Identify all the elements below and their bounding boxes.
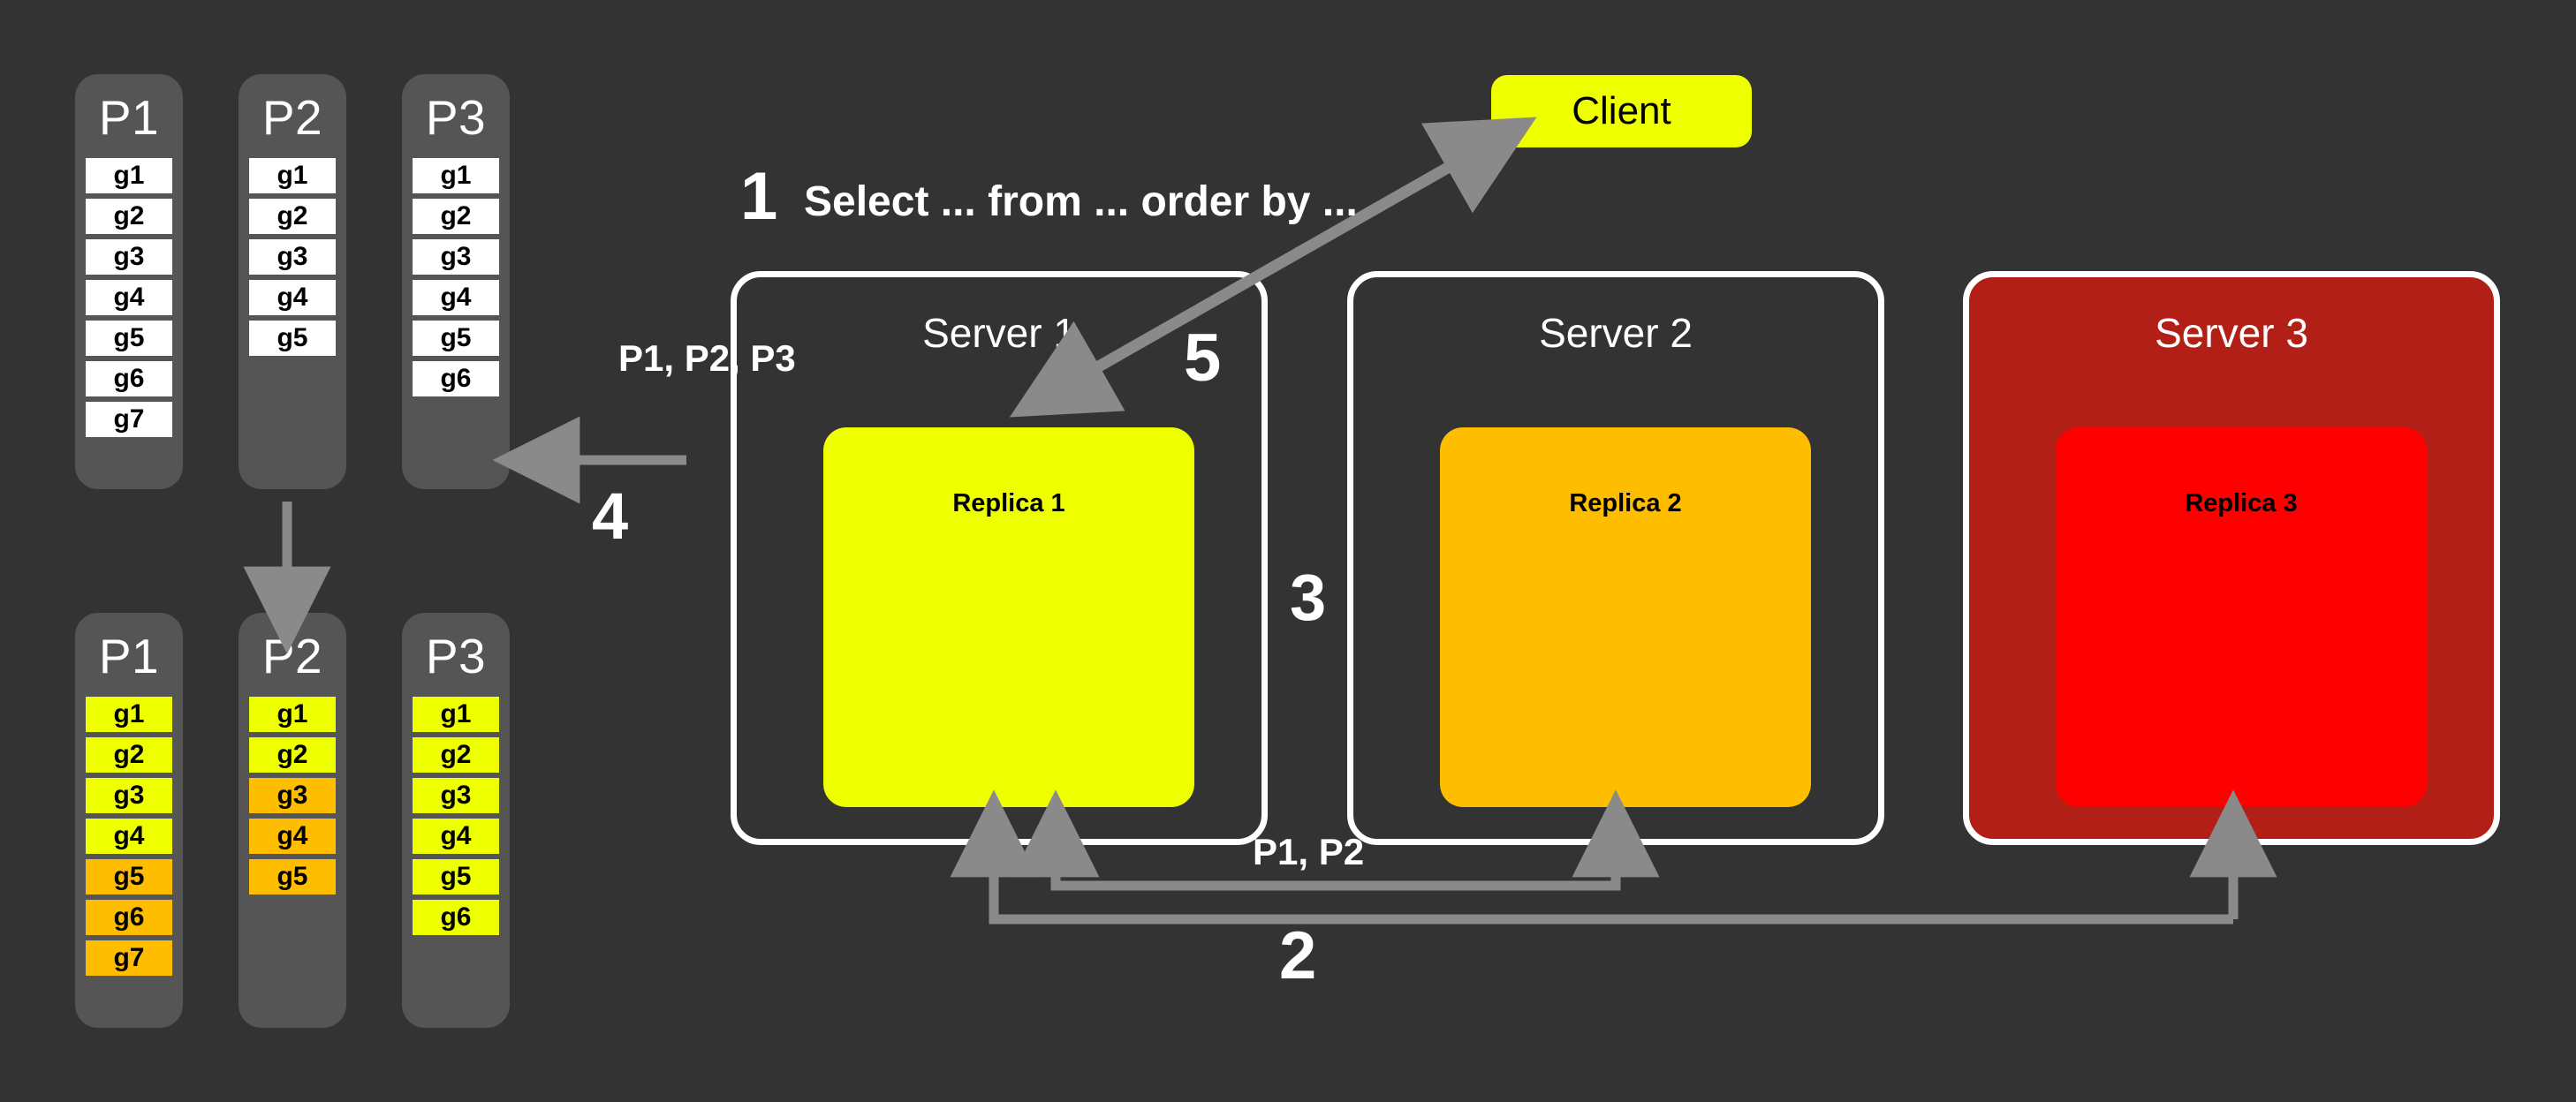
partition-column-p1-after: P1 g1 g2 g3 g4 g5 g6 g7 — [75, 613, 183, 1028]
step-label-4: 4 — [592, 479, 629, 553]
partition-cell: g1 — [413, 697, 499, 732]
partition-cell: g2 — [86, 737, 172, 773]
partition-cell-list: g1 g2 g3 g4 g5 — [239, 697, 346, 894]
partition-cell-list: g1 g2 g3 g4 g5 g6 — [402, 158, 510, 396]
connector-server3-to-server1 — [950, 789, 2277, 925]
partition-column-p2-after: P2 g1 g2 g3 g4 g5 — [239, 613, 346, 1028]
partition-cell: g1 — [86, 697, 172, 732]
partition-column-p1-before: P1 g1 g2 g3 g4 g5 g6 g7 — [75, 74, 183, 489]
partition-title: P2 — [261, 90, 323, 145]
client-box[interactable]: Client — [1491, 75, 1752, 147]
partition-cell: g5 — [86, 859, 172, 894]
partition-cell-list: g1 g2 g3 g4 g5 g6 g7 — [75, 158, 183, 437]
partition-cell: g7 — [86, 940, 172, 976]
replica-label: Replica 1 — [952, 489, 1065, 517]
partition-cell: g5 — [249, 321, 336, 356]
partition-cell: g4 — [413, 280, 499, 315]
partition-cell: g4 — [413, 819, 499, 854]
partition-cell: g4 — [249, 280, 336, 315]
partition-title: P1 — [98, 629, 160, 683]
replica-box-2[interactable]: Replica 2 — [1440, 427, 1811, 807]
partition-cell: g3 — [249, 778, 336, 813]
partition-cell: g1 — [249, 697, 336, 732]
partition-cell: g3 — [413, 239, 499, 275]
partition-cell: g2 — [86, 199, 172, 234]
client-label: Client — [1572, 89, 1671, 132]
partition-cell: g2 — [413, 199, 499, 234]
query-text-label: Select ... from ... order by ... — [804, 178, 1358, 225]
partition-cell: g5 — [413, 859, 499, 894]
partition-cell: g6 — [86, 900, 172, 935]
partition-cell: g5 — [249, 859, 336, 894]
replica-label: Replica 2 — [1569, 489, 1682, 517]
partition-title: P3 — [425, 629, 487, 683]
partition-title: P2 — [261, 629, 323, 683]
step-label-2: 2 — [1279, 918, 1317, 993]
partition-cell: g1 — [249, 158, 336, 193]
partition-column-p3-after: P3 g1 g2 g3 g4 g5 g6 — [402, 613, 510, 1028]
partition-cell: g1 — [413, 158, 499, 193]
replica-label: Replica 3 — [2185, 489, 2298, 517]
partition-cell: g1 — [86, 158, 172, 193]
server-box-3[interactable]: Server 3 Replica 3 — [1963, 271, 2500, 845]
partition-cell: g4 — [86, 819, 172, 854]
partition-cell: g5 — [413, 321, 499, 356]
replica-box-1[interactable]: Replica 1 — [823, 427, 1194, 807]
step-label-5: 5 — [1184, 321, 1222, 396]
partition-cell: g4 — [86, 280, 172, 315]
server-box-2[interactable]: Server 2 Replica 2 — [1347, 271, 1884, 845]
server-title: Server 3 — [2155, 310, 2308, 356]
server-title: Server 2 — [1539, 310, 1693, 356]
partitions-out-label: P1, P2, P3 — [618, 337, 796, 379]
partition-cell: g6 — [413, 361, 499, 396]
partition-cell: g2 — [249, 737, 336, 773]
partition-cell: g4 — [249, 819, 336, 854]
step-label-1: 1 — [740, 159, 778, 234]
partition-column-p3-before: P3 g1 g2 g3 g4 g5 g6 — [402, 74, 510, 489]
partition-column-p2-before: P2 g1 g2 g3 g4 g5 — [239, 74, 346, 489]
replica-box-3[interactable]: Replica 3 — [2056, 427, 2427, 807]
server-title: Server 1 — [922, 310, 1076, 356]
partition-title: P1 — [98, 90, 160, 145]
partition-cell: g3 — [86, 778, 172, 813]
partition-cell-list: g1 g2 g3 g4 g5 g6 g7 — [75, 697, 183, 976]
partition-cell-list: g1 g2 g3 g4 g5 g6 — [402, 697, 510, 935]
partition-cell: g5 — [86, 321, 172, 356]
partition-cell: g7 — [86, 402, 172, 437]
step-label-3: 3 — [1290, 561, 1327, 634]
partition-cell: g2 — [413, 737, 499, 773]
partition-cell: g6 — [413, 900, 499, 935]
partition-cell: g3 — [413, 778, 499, 813]
partitions-in-label: P1, P2 — [1253, 831, 1365, 872]
partition-title: P3 — [425, 90, 487, 145]
partition-cell: g6 — [86, 361, 172, 396]
partition-cell: g3 — [86, 239, 172, 275]
partition-cell-list: g1 g2 g3 g4 g5 — [239, 158, 346, 356]
partition-cell: g3 — [249, 239, 336, 275]
partition-cell: g2 — [249, 199, 336, 234]
